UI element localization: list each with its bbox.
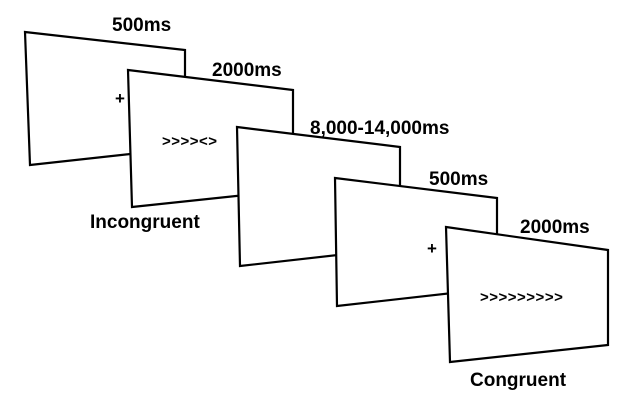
screen-5-arrow-stimulus: >>>>>>>>>: [480, 289, 563, 306]
screen-3-duration-label: 8,000-14,000ms: [310, 118, 449, 139]
screen-5-congruent: 2000ms >>>>>>>>> Congruent: [444, 217, 610, 391]
screen-2-arrow-stimulus: >>>><>: [162, 133, 218, 150]
screen-1-fixation-cross: +: [115, 89, 125, 108]
screen-1-duration-label: 500ms: [112, 15, 171, 36]
screen-5-duration-label: 2000ms: [520, 217, 590, 238]
screen-2-duration-label: 2000ms: [212, 60, 282, 81]
screen-2-condition-label: Incongruent: [90, 212, 200, 233]
screen-4-duration-label: 500ms: [429, 169, 488, 190]
screen-4-fixation-cross: +: [427, 239, 437, 258]
screen-5-condition-label: Congruent: [470, 370, 567, 391]
screen-5-panel: [444, 225, 610, 364]
